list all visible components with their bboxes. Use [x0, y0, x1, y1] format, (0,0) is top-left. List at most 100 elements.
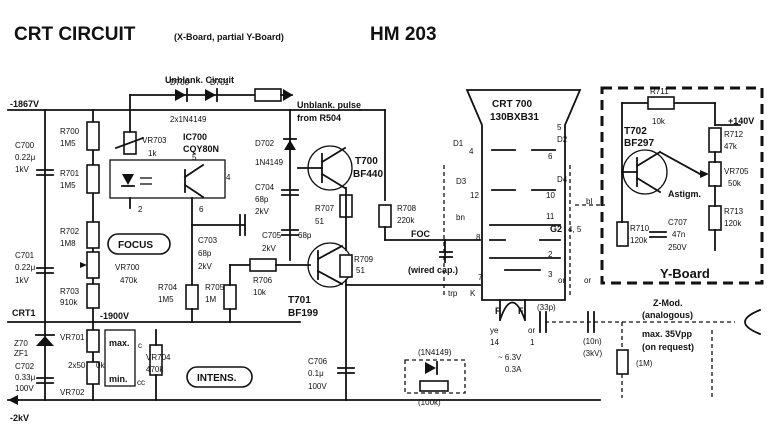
r711-resistor — [647, 96, 675, 110]
crt-pin-bn: bn — [456, 213, 465, 222]
vr705-potentiometer — [708, 161, 722, 187]
c702-value2: 100V — [15, 384, 34, 393]
crt-pin-11: 11 — [546, 212, 555, 221]
r704-label: R704 — [158, 283, 178, 292]
c705-value2: 68p — [298, 231, 312, 240]
r700-resistor — [86, 121, 100, 151]
crt-pin-4: 4 — [469, 147, 474, 156]
crt-pin-f2: F — [518, 306, 524, 316]
c707-capacitor — [649, 231, 667, 238]
c-33p-label: (33p) — [537, 303, 556, 312]
crt-pin-or2: or — [558, 276, 565, 285]
c705-value1: 2kV — [262, 244, 276, 253]
crt-pin-d2: D2 — [557, 135, 568, 144]
vr702-label: VR702 — [60, 388, 85, 397]
c702-value1: 0.33μ — [15, 373, 36, 382]
crt-pin-g2: G2 — [550, 224, 562, 234]
vr701-potentiometer — [86, 329, 100, 353]
r709-label: R709 — [354, 255, 374, 264]
foc-label: FOC — [411, 229, 430, 239]
astigm-label: Astigm. — [668, 189, 701, 199]
y-board-outline — [600, 86, 764, 285]
r706-resistor — [249, 258, 277, 272]
c704-label: C704 — [255, 183, 275, 192]
arrow-icon — [8, 395, 18, 405]
r708-label: R708 — [397, 204, 417, 213]
c700-value1: 0.22μ — [15, 153, 36, 162]
crt-700-outline — [465, 89, 582, 301]
max-label: max. — [109, 338, 130, 348]
rail-label-1900v: -1900V — [100, 311, 129, 321]
max-min-switch — [104, 329, 136, 387]
c701-value2: 1kV — [15, 276, 29, 285]
crt-pin-2: 2 — [548, 250, 553, 259]
r709-resistor — [339, 254, 353, 278]
r-unblank-resistor — [254, 88, 282, 102]
r702-value: 1M8 — [60, 239, 76, 248]
c706-label: C706 — [308, 357, 328, 366]
crt-pin-6: 6 — [548, 152, 553, 161]
r-1m-label: (1M) — [636, 359, 653, 368]
c703-value1: 68p — [198, 249, 212, 258]
crt-pin-1: 1 — [530, 338, 535, 347]
r711-label: R711 — [650, 87, 669, 96]
schematic-title: CRT CIRCUIT — [14, 24, 136, 45]
optional-diode-resistor-block — [404, 359, 466, 394]
r-1m-resistor — [616, 349, 629, 375]
crt-pin-d1: D1 — [453, 139, 464, 148]
d701-label: D701 — [210, 78, 230, 87]
focus-pill — [107, 233, 171, 255]
r703-resistor — [86, 283, 100, 309]
crt-pin-or1: or — [528, 326, 535, 335]
r703-label: R703 — [60, 287, 80, 296]
vr700-label: VR700 — [115, 263, 140, 272]
vr700-value: 470k — [120, 276, 138, 285]
opt-resistor-label: (100k) — [418, 398, 441, 407]
crt-pin-or-y: or — [584, 276, 591, 285]
t702-label: T702 — [624, 126, 647, 137]
d700-type: 2x1N4149 — [170, 115, 207, 124]
d700-label: D700 — [170, 78, 190, 87]
z70-label: Z70 — [14, 339, 28, 348]
r705-resistor — [223, 284, 237, 310]
c700-value2: 1kV — [15, 165, 29, 174]
zmod-2: (analogous) — [642, 310, 693, 320]
c704-capacitor — [281, 189, 299, 196]
crt-pin-8: 8 — [476, 233, 481, 242]
unblank-arrow-icon — [283, 89, 293, 101]
c707-value2: 250V — [668, 243, 687, 252]
r713-value: 120k — [724, 219, 742, 228]
crt-pin-f1: F — [495, 306, 501, 316]
c704-value1: 68p — [255, 195, 269, 204]
c703-label: C703 — [198, 236, 218, 245]
crt-deflection-plates — [489, 149, 561, 271]
t702-type: BF297 — [624, 138, 654, 149]
r706-label: R706 — [253, 276, 273, 285]
c700-label: C700 — [15, 141, 35, 150]
crt-heater-a: 0.3A — [505, 365, 522, 374]
c706-capacitor — [337, 367, 355, 374]
vr705-label: VR705 — [724, 167, 749, 176]
r710-resistor — [616, 221, 629, 247]
unblank-circuit-label: Unblank. Circuit — [165, 75, 234, 85]
ic700-label: IC700 — [183, 132, 207, 142]
c700-capacitor — [36, 169, 54, 176]
crt-pin-k: K — [470, 289, 476, 298]
r713-label: R713 — [724, 207, 744, 216]
focus-label: FOCUS — [118, 240, 153, 251]
vr704-c: c — [138, 341, 142, 350]
r704-value: 1M5 — [158, 295, 174, 304]
vr703-value: 1k — [148, 149, 157, 158]
r705-value: 1M — [205, 295, 216, 304]
crt-pin-d4: D4 — [557, 175, 568, 184]
ic700-pin2: 2 — [138, 205, 143, 214]
c704-value2: 2kV — [255, 207, 269, 216]
ic700-pin5: 5 — [192, 153, 197, 162]
vr701-label: VR701 — [60, 333, 85, 342]
t700-label: T700 — [355, 156, 378, 167]
y-board-label: Y-Board — [660, 266, 710, 281]
opt-diode-label: (1N4149) — [418, 348, 452, 357]
crt-type: 130BXB31 — [490, 112, 539, 123]
r712-value: 47k — [724, 142, 738, 151]
